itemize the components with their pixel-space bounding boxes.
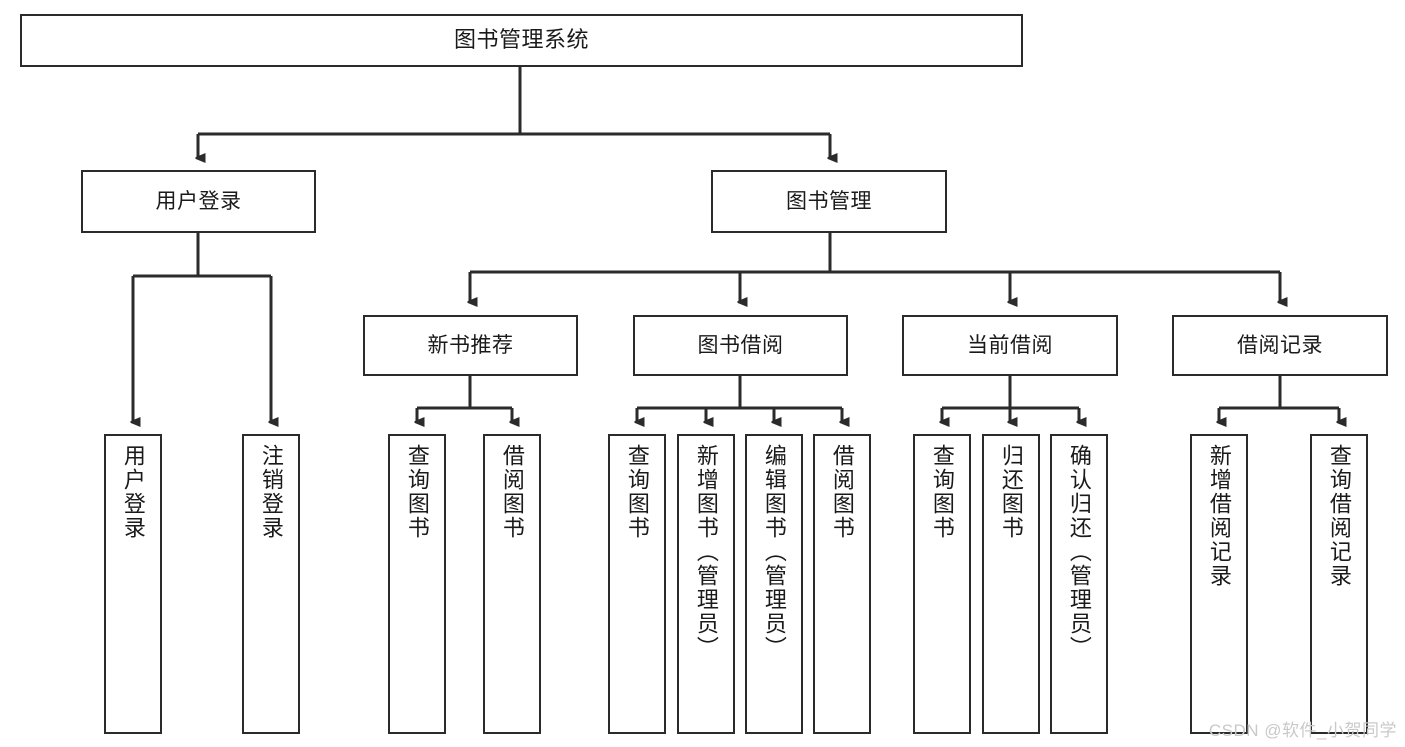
- node-label: 借阅图书: [499, 444, 525, 540]
- node-label: 查询图书: [929, 444, 955, 540]
- node-book-borrowing[interactable]: 图书借阅: [633, 315, 848, 376]
- node-label: 图书管理系统: [453, 27, 589, 53]
- node-label: 借阅记录: [1237, 333, 1323, 357]
- node-current-borrowing[interactable]: 当前借阅: [902, 315, 1118, 376]
- leaf-borrow-books-new[interactable]: 借阅图书: [483, 434, 541, 734]
- node-label: 新增借阅记录: [1206, 444, 1232, 588]
- node-label: 查询图书: [404, 444, 430, 540]
- node-label: 图书借阅: [697, 333, 784, 357]
- leaf-return-books[interactable]: 归还图书: [982, 434, 1040, 734]
- leaf-query-books-current[interactable]: 查询图书: [913, 434, 971, 734]
- node-label: 借阅图书: [829, 444, 855, 540]
- leaf-user-login[interactable]: 用户登录: [104, 434, 162, 734]
- node-user-login[interactable]: 用户登录: [81, 170, 316, 233]
- node-new-book-recommendation[interactable]: 新书推荐: [363, 315, 578, 376]
- node-label: 新增图书（管理员）: [693, 444, 719, 660]
- node-label: 注销登录: [258, 444, 284, 540]
- node-borrow-records[interactable]: 借阅记录: [1172, 315, 1388, 376]
- node-label: 当前借阅: [967, 333, 1053, 357]
- node-label: 查询借阅记录: [1326, 444, 1352, 588]
- node-label: 查询图书: [624, 444, 650, 540]
- node-label: 归还图书: [998, 444, 1024, 540]
- csdn-watermark: CSDN @软件_小贺同学: [1208, 721, 1397, 740]
- node-label: 图书管理: [786, 189, 872, 213]
- node-label: 用户登录: [155, 189, 242, 213]
- leaf-edit-book-admin[interactable]: 编辑图书（管理员）: [745, 434, 803, 734]
- leaf-confirm-return-admin[interactable]: 确认归还（管理员）: [1050, 434, 1108, 734]
- node-label: 新书推荐: [427, 333, 514, 357]
- node-book-management[interactable]: 图书管理: [711, 170, 947, 233]
- node-root-library-management-system[interactable]: 图书管理系统: [20, 14, 1023, 67]
- leaf-add-book-admin[interactable]: 新增图书（管理员）: [677, 434, 735, 734]
- leaf-borrow-books[interactable]: 借阅图书: [813, 434, 871, 734]
- leaf-logout[interactable]: 注销登录: [242, 434, 300, 734]
- leaf-query-books-new[interactable]: 查询图书: [388, 434, 446, 734]
- leaf-query-books-borrow[interactable]: 查询图书: [608, 434, 666, 734]
- leaf-add-borrow-record[interactable]: 新增借阅记录: [1190, 434, 1248, 734]
- node-label: 用户登录: [120, 444, 146, 540]
- node-label: 编辑图书（管理员）: [761, 444, 787, 660]
- node-label: 确认归还（管理员）: [1066, 444, 1092, 660]
- leaf-query-borrow-record[interactable]: 查询借阅记录: [1310, 434, 1368, 734]
